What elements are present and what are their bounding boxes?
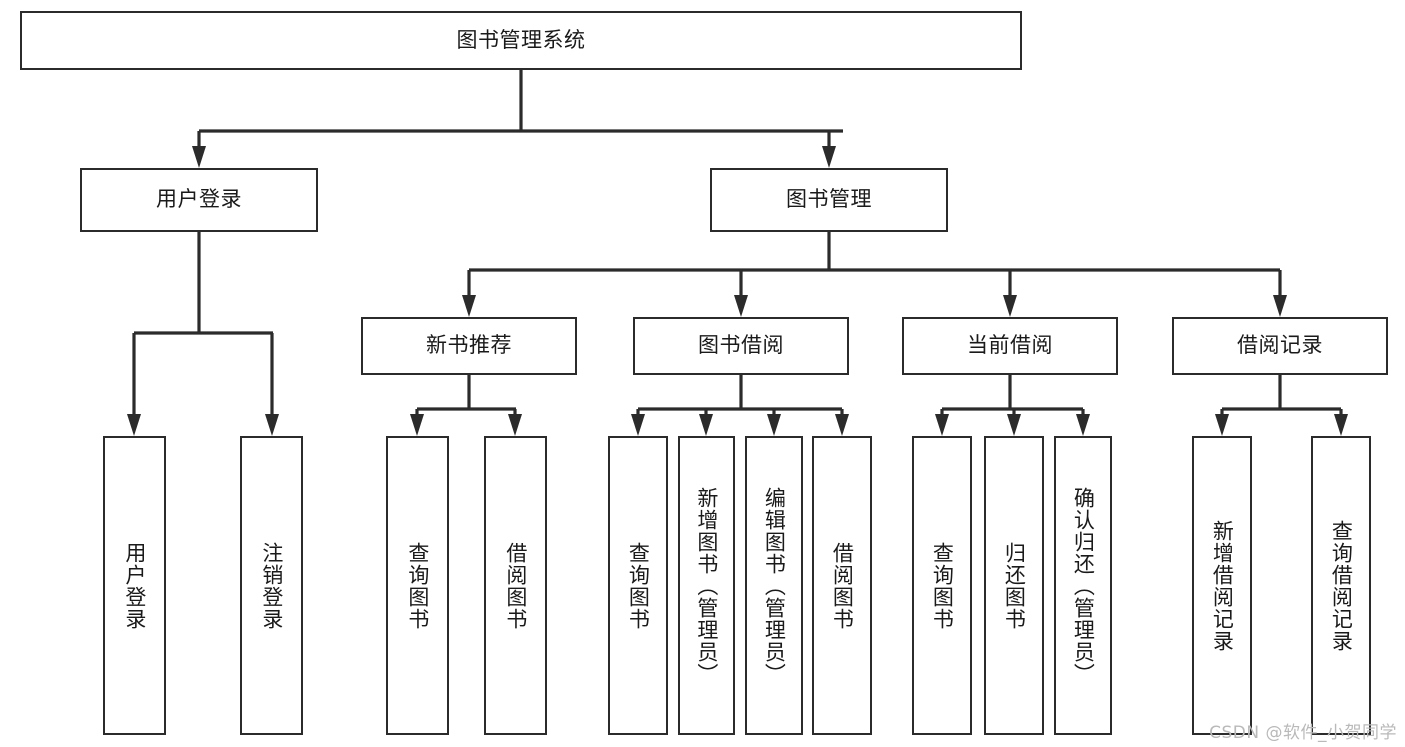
arrowhead-book-admin	[822, 146, 836, 168]
arrowhead-cb-leaf2	[1007, 414, 1021, 436]
node-leaf-return-book[interactable]: 归还图书	[984, 436, 1044, 735]
node-leaf-confirm-return[interactable]: 确认归还（管理员）	[1054, 436, 1112, 735]
node-book-borrow-label: 图书借阅	[698, 333, 784, 358]
node-borrow-record[interactable]: 借阅记录	[1172, 317, 1388, 375]
node-leaf-borrow-book-1[interactable]: 借阅图书	[484, 436, 547, 735]
node-root-label: 图书管理系统	[456, 27, 586, 52]
arrowhead-current-borrow	[1003, 295, 1017, 317]
node-book-admin-label: 图书管理	[786, 187, 872, 212]
arrowhead-nbr-leaf1	[410, 414, 424, 436]
node-leaf-query-book-1-label: 查询图书	[405, 541, 430, 630]
node-book-borrow[interactable]: 图书借阅	[633, 317, 849, 375]
node-user-login-label: 用户登录	[156, 187, 242, 212]
node-leaf-add-book[interactable]: 新增图书（管理员）	[678, 436, 735, 735]
node-leaf-user-login[interactable]: 用户登录	[103, 436, 166, 735]
arrowhead-br-leaf1	[1215, 414, 1229, 436]
arrowhead-user-login	[192, 146, 206, 168]
node-leaf-query-book-2-label: 查询图书	[626, 541, 651, 630]
node-leaf-query-book-1[interactable]: 查询图书	[386, 436, 449, 735]
node-leaf-add-book-label: 新增图书（管理员）	[694, 486, 719, 685]
arrowhead-bb-leaf2	[699, 414, 713, 436]
arrowhead-book-borrow	[734, 295, 748, 317]
node-leaf-edit-book-label: 编辑图书（管理员）	[762, 486, 787, 685]
arrowhead-borrow-record	[1273, 295, 1287, 317]
csdn-watermark: CSDN @软件_小贺同学	[1209, 723, 1397, 743]
node-leaf-borrow-book-2-label: 借阅图书	[830, 541, 855, 630]
node-leaf-return-book-label: 归还图书	[1002, 541, 1027, 630]
node-leaf-query-book-2[interactable]: 查询图书	[608, 436, 668, 735]
node-current-borrow-label: 当前借阅	[967, 333, 1053, 358]
node-leaf-borrow-book-2[interactable]: 借阅图书	[812, 436, 872, 735]
arrowhead-leaf-user-logout	[265, 414, 279, 436]
node-borrow-record-label: 借阅记录	[1237, 333, 1323, 358]
arrowhead-br-leaf2	[1334, 414, 1348, 436]
arrowhead-new-book-rec	[462, 295, 476, 317]
arrowhead-leaf-user-login	[127, 414, 141, 436]
node-root[interactable]: 图书管理系统	[20, 11, 1022, 70]
node-leaf-query-book-3[interactable]: 查询图书	[912, 436, 972, 735]
node-leaf-edit-book[interactable]: 编辑图书（管理员）	[745, 436, 803, 735]
node-leaf-query-record[interactable]: 查询借阅记录	[1311, 436, 1371, 735]
arrowhead-bb-leaf1	[631, 414, 645, 436]
node-leaf-user-logout[interactable]: 注销登录	[240, 436, 303, 735]
arrowhead-bb-leaf4	[835, 414, 849, 436]
node-user-login[interactable]: 用户登录	[80, 168, 318, 232]
node-new-book-rec[interactable]: 新书推荐	[361, 317, 577, 375]
arrowhead-nbr-leaf2	[508, 414, 522, 436]
node-current-borrow[interactable]: 当前借阅	[902, 317, 1118, 375]
node-leaf-user-login-label: 用户登录	[122, 541, 147, 630]
arrowhead-bb-leaf3	[767, 414, 781, 436]
arrowhead-cb-leaf1	[935, 414, 949, 436]
node-leaf-add-record[interactable]: 新增借阅记录	[1192, 436, 1252, 735]
node-leaf-user-logout-label: 注销登录	[259, 541, 284, 630]
node-book-admin[interactable]: 图书管理	[710, 168, 948, 232]
arrowhead-cb-leaf3	[1076, 414, 1090, 436]
node-new-book-rec-label: 新书推荐	[426, 333, 512, 358]
node-leaf-confirm-return-label: 确认归还（管理员）	[1071, 486, 1096, 685]
node-leaf-query-record-label: 查询借阅记录	[1329, 519, 1354, 652]
node-leaf-borrow-book-1-label: 借阅图书	[503, 541, 528, 630]
node-leaf-add-record-label: 新增借阅记录	[1210, 519, 1235, 652]
node-leaf-query-book-3-label: 查询图书	[930, 541, 955, 630]
